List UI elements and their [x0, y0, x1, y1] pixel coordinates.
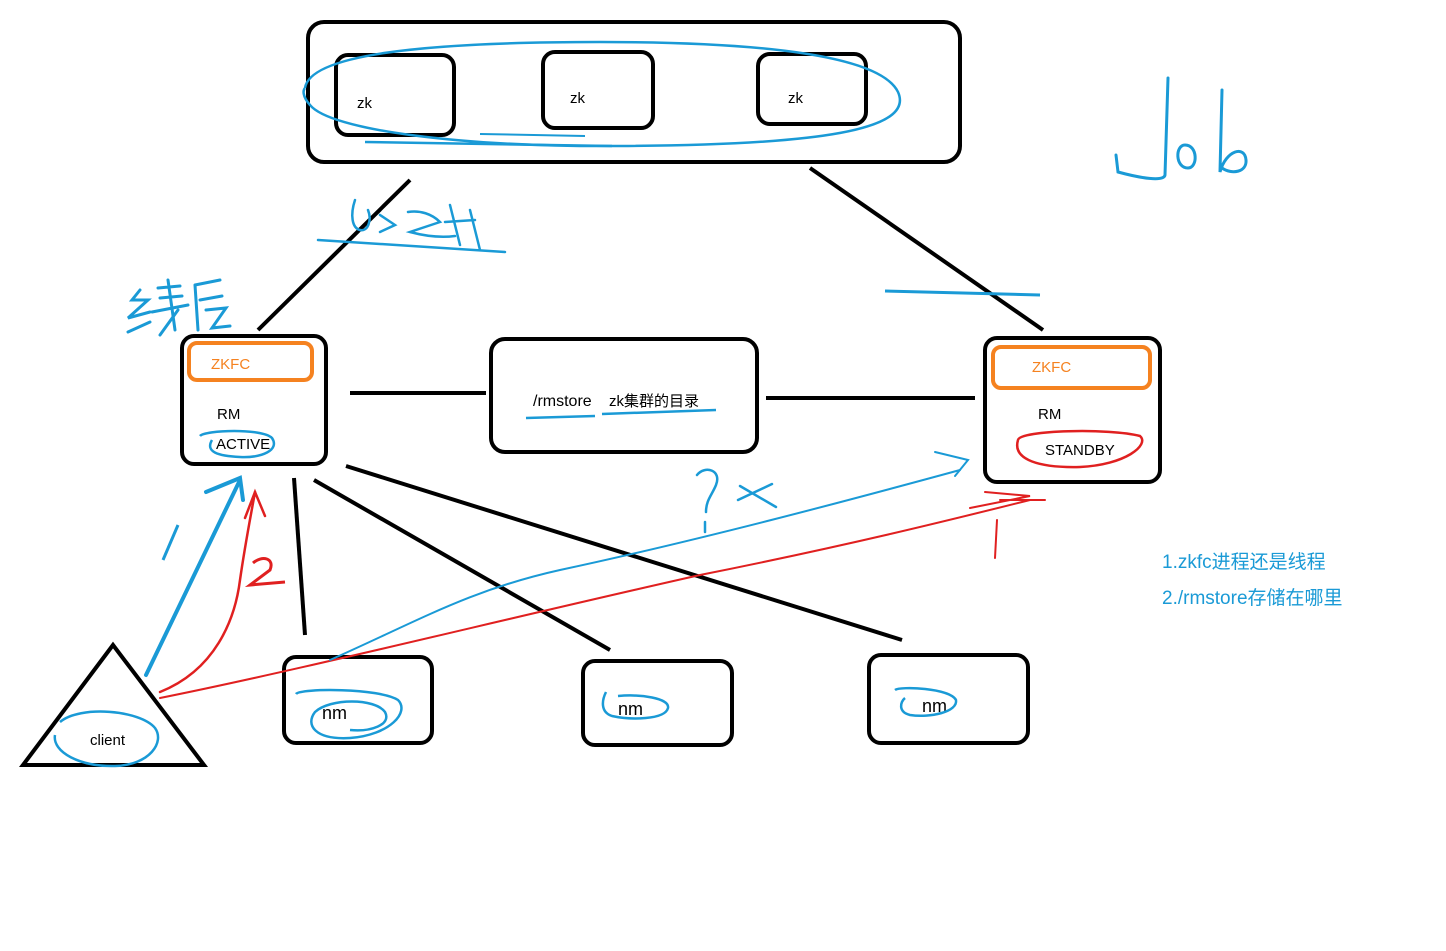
link-active-nm-2	[313, 478, 611, 652]
rm-active-box	[180, 334, 328, 466]
rmstore-desc-underline	[601, 408, 717, 416]
nm-2-highlight	[601, 691, 670, 720]
zkfc-active-label: ZKFC	[211, 356, 250, 373]
rm-active-label: RM	[217, 406, 240, 423]
handwritten-thread-scribble	[126, 278, 232, 337]
handwritten-heartbeat-scribble	[316, 198, 507, 254]
rm-standby-state: STANDBY	[1045, 442, 1115, 459]
rm-standby-box	[983, 336, 1162, 484]
step-1-label	[161, 524, 180, 561]
client-highlight	[53, 710, 160, 768]
nm-1-highlight	[294, 688, 403, 740]
zk-cluster-highlight	[302, 40, 902, 148]
rmstore-box	[489, 337, 759, 454]
nm-box-1	[282, 655, 434, 745]
link-active-nm-1	[292, 477, 307, 636]
question-mark-annotation	[695, 468, 778, 534]
zk-node-box-2	[541, 50, 655, 130]
nm-label-3: nm	[922, 696, 947, 716]
nm-3-highlight	[894, 686, 958, 717]
zk-node-label-3: zk	[788, 90, 804, 107]
arrow-client-to-active-retry	[158, 488, 267, 694]
step-2-label	[244, 557, 286, 587]
arrow-client-to-standby-red	[159, 491, 1046, 699]
zk-cluster-box	[306, 20, 962, 164]
handwritten-job-scribble	[1114, 76, 1248, 181]
standby-state-highlight	[1015, 429, 1144, 469]
nm-label-1: nm	[322, 703, 347, 723]
nm-box-2	[581, 659, 734, 747]
link-zk-active	[256, 178, 412, 332]
zk-underline-2	[479, 133, 586, 137]
standby-link-tick	[884, 289, 1041, 297]
client-label: client	[90, 732, 126, 749]
rmstore-desc: zk集群的目录	[609, 393, 699, 410]
question-2: 2./rmstore存储在哪里	[1162, 587, 1343, 609]
active-state-highlight	[199, 429, 276, 459]
zkfc-active-box	[187, 341, 314, 382]
zk-node-label-1: zk	[357, 95, 373, 112]
zkfc-standby-label: ZKFC	[1032, 359, 1071, 376]
arrow-nm-to-standby-blue	[329, 451, 970, 661]
link-zk-standby	[808, 166, 1045, 332]
nm-label-2: nm	[618, 699, 643, 719]
zk-underline-1	[364, 140, 613, 148]
nm-box-3	[867, 653, 1030, 745]
rmstore-path: /rmstore	[533, 393, 592, 410]
rm-standby-label: RM	[1038, 406, 1061, 423]
zk-node-box-1	[334, 53, 456, 137]
rm-active-state: ACTIVE	[216, 436, 270, 453]
rmstore-path-underline	[525, 414, 596, 420]
arrow-client-to-active	[144, 475, 245, 677]
zk-node-label-2: zk	[570, 90, 586, 107]
link-active-nm-3	[345, 464, 903, 642]
zkfc-standby-box	[991, 345, 1152, 390]
zk-node-box-3	[756, 52, 868, 126]
question-1: 1.zkfc进程还是线程	[1162, 551, 1326, 573]
